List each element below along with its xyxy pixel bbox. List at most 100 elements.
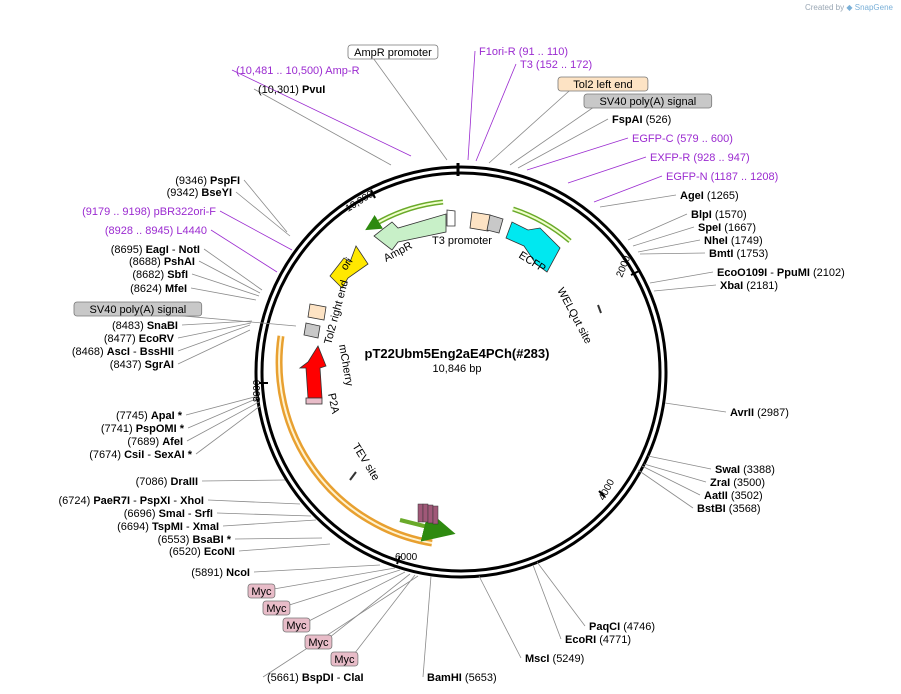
enzyme-label-eagi[interactable]: (8695) EagI - NotI	[111, 244, 200, 256]
ecfp-arrow	[505, 221, 561, 273]
enzyme-label-msci[interactable]: MscI (5249)	[525, 653, 584, 665]
leader-tspmi	[222, 519, 317, 527]
feature-label-myc[interactable]: Myc	[262, 600, 291, 616]
feature-label-text: Myc	[266, 603, 287, 615]
enzyme-label-avrii[interactable]: AvrII (2987)	[730, 407, 789, 419]
enzyme-label-paer7i[interactable]: (6724) PaeR7I - PspXI - XhoI	[58, 495, 204, 507]
ampr-arrow	[373, 213, 447, 251]
feature-label-sv40-poly-a-signal[interactable]: SV40 poly(A) signal	[73, 301, 203, 317]
enzyme-label-xbai[interactable]: XbaI (2181)	[720, 280, 778, 292]
leader-mfei	[190, 287, 257, 301]
leader-swai	[647, 455, 712, 470]
leader-exfp-r	[567, 156, 647, 184]
enzyme-label-csii[interactable]: (7674) CsiI - SexAI *	[89, 449, 192, 461]
enzyme-label-ecoo109i[interactable]: EcoO109I - PpuMI (2102)	[717, 267, 845, 279]
enzyme-label-snabi[interactable]: (8483) SnaBI	[112, 320, 178, 332]
t3-promoter-box	[446, 209, 456, 227]
feature-label-text: AmpR promoter	[354, 47, 432, 59]
feature-label-text: Myc	[251, 586, 272, 598]
enzyme-label-bsabi[interactable]: (6553) BsaBI *	[158, 534, 232, 546]
primer-label-egfp-n[interactable]: EGFP-N (1187 .. 1208)	[666, 171, 778, 183]
primer-label-exfp-r[interactable]: EXFP-R (928 .. 947)	[650, 152, 750, 164]
backbone-inner	[260, 171, 662, 573]
enzyme-label-pspomi[interactable]: (7741) PspOMI *	[101, 423, 185, 435]
leader-bspdi	[262, 575, 419, 678]
leader-myc	[324, 573, 411, 642]
leader-l4440	[210, 229, 278, 273]
enzyme-label-econi[interactable]: (6520) EcoNI	[169, 546, 235, 558]
enzyme-label-swai[interactable]: SwaI (3388)	[715, 464, 775, 476]
enzyme-label-bstbi[interactable]: BstBI (3568)	[697, 503, 761, 515]
leader-zrai	[643, 463, 707, 483]
leader-asci	[177, 324, 251, 352]
enzyme-label-asci[interactable]: (8468) AscI - BssHII	[72, 346, 174, 358]
feature-label-myc[interactable]: Myc	[330, 651, 359, 667]
enzyme-label-ecorv[interactable]: (8477) EcoRV	[104, 333, 175, 345]
egfp-outline-arc-core	[512, 208, 571, 242]
leader-ecorv	[177, 322, 252, 339]
enzyme-label-zrai[interactable]: ZraI (3500)	[710, 477, 765, 489]
feature-label-myc[interactable]: Myc	[282, 617, 311, 633]
leader-ampr-promoter	[367, 50, 448, 161]
leader-pspomi	[187, 397, 259, 429]
enzyme-label-ncoi[interactable]: (5891) NcoI	[191, 567, 250, 579]
enzyme-label-bamhi[interactable]: BamHI (5653)	[427, 672, 497, 684]
primer-label-l4440[interactable]: (8928 .. 8945) L4440	[105, 225, 207, 237]
leader-ecori	[532, 564, 562, 640]
leader-xbai	[653, 284, 717, 292]
enzyme-label-pspfi[interactable]: (9346) PspFI	[175, 175, 240, 187]
primer-label-pbr322ori-f[interactable]: (9179 .. 9198) pBR322ori-F	[82, 206, 216, 218]
feature-label-sv40-poly-a-signal[interactable]: SV40 poly(A) signal	[583, 93, 713, 109]
leader-bstbi	[637, 469, 694, 509]
feature-label-myc[interactable]: Myc	[304, 634, 333, 650]
primer-label-egfp-c[interactable]: EGFP-C (579 .. 600)	[632, 133, 733, 145]
enzyme-label-apai[interactable]: (7745) ApaI *	[116, 410, 183, 422]
feature-label-box	[282, 617, 311, 633]
leader-myc	[267, 567, 396, 591]
tol2-left-box	[469, 211, 491, 232]
primer-label-t3[interactable]: T3 (152 .. 172)	[520, 59, 592, 71]
bottom-green-arrow	[399, 510, 456, 542]
feature-label-tol2-left-end[interactable]: Tol2 left end	[557, 76, 649, 92]
myc-tags-cluster	[417, 503, 439, 525]
enzyme-label-nhei[interactable]: NheI (1749)	[704, 235, 763, 247]
enzyme-label-mfei[interactable]: (8624) MfeI	[130, 283, 187, 295]
enzyme-label-pshai[interactable]: (8688) PshAI	[129, 256, 195, 268]
mcherry-arrow	[298, 345, 327, 399]
feature-label-box	[347, 44, 439, 60]
feature-label-text: Myc	[334, 654, 355, 666]
enzyme-label-ecori[interactable]: EcoRI (4771)	[565, 634, 631, 646]
enzyme-label-bspdi[interactable]: (5661) BspDI - ClaI	[267, 672, 364, 684]
myc-tag-box	[427, 504, 434, 524]
enzyme-label-tspmi[interactable]: (6694) TspMI - XmaI	[117, 521, 219, 533]
feature-label-ampr-promoter[interactable]: AmpR promoter	[347, 44, 439, 60]
enzyme-label-draiii[interactable]: (7086) DraIII	[136, 476, 198, 488]
enzyme-label-smai[interactable]: (6696) SmaI - SrfI	[124, 508, 213, 520]
enzyme-label-bseyi[interactable]: (9342) BseYI	[167, 187, 232, 199]
enzyme-label-aatii[interactable]: AatII (3502)	[704, 490, 763, 502]
enzyme-label-afei[interactable]: (7689) AfeI	[127, 436, 183, 448]
mcherry-orange-arc-core	[278, 335, 433, 544]
enzyme-label-sgrai[interactable]: (8437) SgrAI	[110, 359, 174, 371]
enzyme-label-blpi[interactable]: BlpI (1570)	[691, 209, 747, 221]
enzyme-label-spei[interactable]: SpeI (1667)	[698, 222, 756, 234]
leader-ncoi	[253, 564, 381, 573]
tick-label-8000: 8000	[252, 379, 263, 402]
primer-label-f1ori-r[interactable]: F1ori-R (91 .. 110)	[479, 46, 568, 58]
amp-r-outline-arc-core	[365, 201, 444, 231]
primer-label-amp-r[interactable]: (10,481 .. 10,500) Amp-R	[236, 65, 360, 77]
enzyme-label-fspai[interactable]: FspAI (526)	[612, 114, 671, 126]
feature-label-myc[interactable]: Myc	[247, 583, 276, 599]
enzyme-label-pvui[interactable]: (10,301) PvuI	[258, 84, 325, 96]
leader-sbfi	[191, 273, 260, 297]
feature-label-box	[304, 634, 333, 650]
leader-myc	[302, 571, 406, 625]
enzyme-label-agei[interactable]: AgeI (1265)	[680, 190, 739, 202]
leader-pbr322ori-f	[219, 210, 293, 251]
credit-prefix: Created by	[804, 3, 845, 12]
enzyme-label-bmti[interactable]: BmtI (1753)	[709, 248, 768, 260]
enzyme-label-paqci[interactable]: PaqCI (4746)	[589, 621, 655, 633]
enzyme-label-sbfi[interactable]: (8682) SbfI	[132, 269, 188, 281]
welqut-marker	[597, 304, 602, 314]
feature-label-text: SV40 poly(A) signal	[600, 96, 697, 108]
